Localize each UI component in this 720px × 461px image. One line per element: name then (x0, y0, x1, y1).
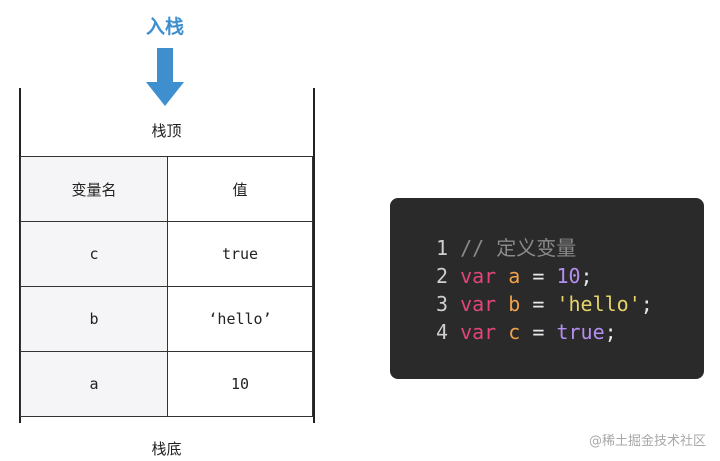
stack-bottom-label: 栈底 (151, 440, 182, 458)
code-variable: c (508, 320, 521, 344)
stack-wall-right (313, 88, 315, 423)
code-line-3: 3 var b = 'hello'; (436, 290, 704, 318)
code-comment: // 定义变量 (460, 236, 577, 260)
code-semicolon: ; (580, 264, 593, 288)
code-boolean: true (556, 320, 605, 344)
row-b-value: ‘hello’ (167, 286, 313, 352)
code-operator: = (532, 320, 545, 344)
code-line-2: 2 var a = 10; (436, 262, 704, 290)
stack-table: 变量名 值 c true b ‘hello’ a 10 (20, 156, 313, 417)
row-a-value: 10 (167, 351, 313, 417)
row-b-name: b (20, 286, 168, 352)
stack-top-label: 栈顶 (151, 122, 182, 140)
code-operator: = (532, 264, 545, 288)
header-variable-name: 变量名 (20, 156, 168, 222)
row-c-value: true (167, 221, 313, 287)
table-row: b ‘hello’ (20, 286, 313, 352)
push-label: 入栈 (145, 16, 184, 38)
code-panel: 1 // 定义变量 2 var a = 10; 3 var b = 'hello… (390, 198, 704, 379)
code-variable: a (508, 264, 521, 288)
line-number: 3 (436, 292, 449, 316)
line-number: 1 (436, 236, 449, 260)
line-number: 2 (436, 264, 449, 288)
table-row: c true (20, 221, 313, 287)
table-header-row: 变量名 值 (20, 156, 313, 222)
code-keyword: var (460, 292, 497, 316)
row-a-name: a (20, 351, 168, 417)
code-semicolon: ; (604, 320, 617, 344)
code-string: 'hello' (556, 292, 641, 316)
code-line-1: 1 // 定义变量 (436, 234, 704, 262)
code-number: 10 (556, 264, 581, 288)
header-value: 值 (167, 156, 313, 222)
table-row: a 10 (20, 351, 313, 417)
row-c-name: c (20, 221, 168, 287)
code-line-4: 4 var c = true; (436, 318, 704, 346)
code-keyword: var (460, 264, 497, 288)
code-semicolon: ; (640, 292, 653, 316)
code-operator: = (532, 292, 545, 316)
code-keyword: var (460, 320, 497, 344)
code-variable: b (508, 292, 521, 316)
watermark: @稀土掘金技术社区 (588, 434, 706, 449)
line-number: 4 (436, 320, 449, 344)
push-arrow-icon (146, 48, 184, 106)
